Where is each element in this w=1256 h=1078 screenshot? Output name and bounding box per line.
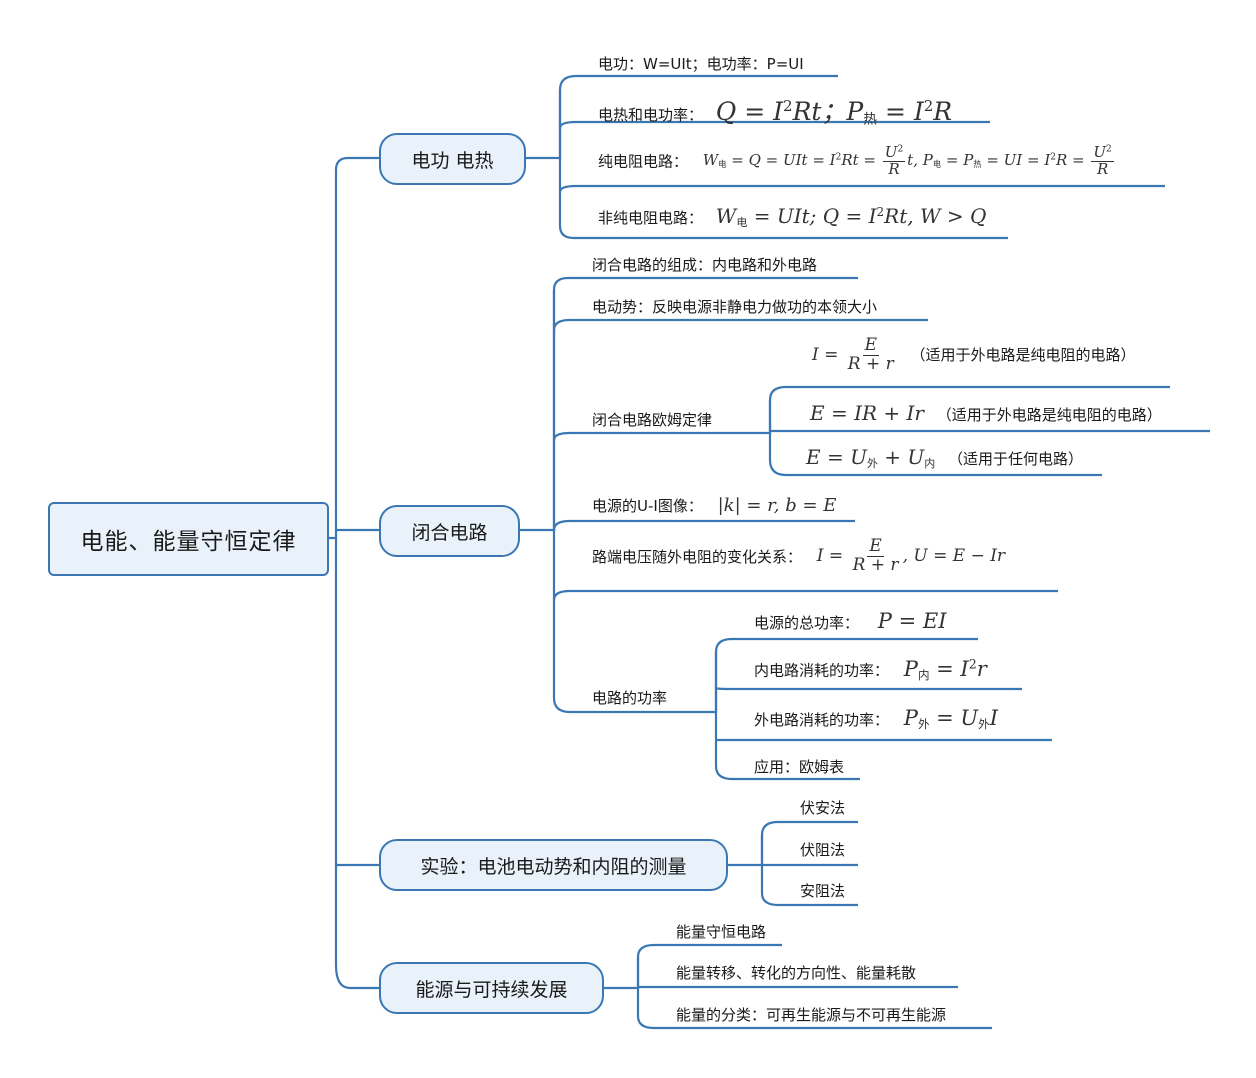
formula-ohm-c: E = U外 + U内 [806,445,936,470]
leaf-text: 伏安法 [800,799,846,817]
leaf-text: 电路的功率 [592,689,668,707]
note-ohm-c: （适用于任何电路） [948,450,1084,468]
leaf-electric-work-power[interactable]: 电功：W=UIt；电功率：P=UI [598,53,804,74]
leaf-ohm-law[interactable]: 闭合电路欧姆定律 [592,409,712,430]
leaf-circuit-power[interactable]: 电路的功率 [592,687,667,708]
leaf-text: 内电路消耗的功率： [754,661,890,680]
branch-electric-work-heat[interactable]: 电功 电热 [379,133,526,185]
leaf-internal-power[interactable]: 内电路消耗的功率： P内 = I2r [754,656,987,682]
note-ohm-a: （适用于外电路是纯电阻的电路） [910,345,1136,364]
leaf-text: 应用：欧姆表 [754,758,845,776]
leaf-text: 电动势：反映电源非静电力做功的本领大小 [592,298,878,316]
branch-experiment[interactable]: 实验：电池电动势和内阻的测量 [379,839,728,891]
leaf-text: 闭合电路的组成：内电路和外电路 [592,256,818,274]
leaf-circuit-composition[interactable]: 闭合电路的组成：内电路和外电路 [592,254,817,275]
leaf-voltammeter-method[interactable]: 伏安法 [800,797,845,818]
formula-non-pure: W电 = UIt; Q = I2Rt, W > Q [715,204,987,229]
root-node[interactable]: 电能、能量守恒定律 [48,502,329,576]
formula-ohm-b: E = IR + Ir [810,401,924,425]
leaf-text: 路端电压随外电阻的变化关系： [592,547,803,566]
leaf-ohm-c[interactable]: E = U外 + U内 （适用于任何电路） [806,445,1083,471]
leaf-energy-classification[interactable]: 能量的分类：可再生能源与不可再生能源 [676,1004,946,1025]
formula-total-power: P = EI [877,609,947,633]
leaf-voltmeter-resistor-method[interactable]: 伏阻法 [800,839,845,860]
leaf-text: 非纯电阻电路： [598,209,704,227]
leaf-ohmmeter[interactable]: 应用：欧姆表 [754,756,844,777]
formula-joule: Q = I2Rt；P热 = I2R [715,97,953,128]
formula-ui-graph: |k| = r, b = E [717,495,837,516]
leaf-text: 能量转移、转化的方向性、能量耗散 [676,964,917,982]
leaf-non-pure-resistive[interactable]: 非纯电阻电路： W电 = UIt; Q = I2Rt, W > Q [598,204,986,230]
leaf-total-power[interactable]: 电源的总功率： P = EI [754,609,947,633]
leaf-ammeter-resistor-method[interactable]: 安阻法 [800,880,845,901]
leaf-ohm-b[interactable]: E = IR + Ir （适用于外电路是纯电阻的电路） [810,401,1162,425]
leaf-text: 电源的U-I图像： [592,497,703,515]
note-ohm-b: （适用于外电路是纯电阻的电路） [936,406,1162,424]
leaf-heat-power[interactable]: 电热和电功率： Q = I2Rt；P热 = I2R [598,92,952,128]
formula-internal-power: P内 = I2r [903,656,987,682]
leaf-energy-direction[interactable]: 能量转移、转化的方向性、能量耗散 [676,962,916,983]
leaf-external-power[interactable]: 外电路消耗的功率： P外 = U外I [754,706,998,732]
leaf-text: 安阻法 [800,882,846,900]
leaf-text: 纯电阻电路： [598,152,689,171]
leaf-emf[interactable]: 电动势：反映电源非静电力做功的本领大小 [592,296,877,317]
leaf-energy-conservation[interactable]: 能量守恒电路 [676,921,766,942]
leaf-text: 电热和电功率： [598,106,704,124]
leaf-ui-graph[interactable]: 电源的U-I图像： |k| = r, b = E [592,495,836,516]
leaf-text: 外电路消耗的功率： [754,711,890,729]
branch-closed-circuit[interactable]: 闭合电路 [379,505,520,557]
branch-energy-sustainability[interactable]: 能源与可持续发展 [379,962,604,1014]
leaf-text: 闭合电路欧姆定律 [592,411,713,429]
leaf-text: 伏阻法 [800,841,846,859]
leaf-text: 电源的总功率： [754,614,860,632]
leaf-text: 能量的分类：可再生能源与不可再生能源 [676,1006,947,1024]
formula-external-power: P外 = U外I [903,706,998,731]
leaf-text: 电功：W=UIt；电功率：P=UI [598,55,804,73]
leaf-text: 能量守恒电路 [676,923,767,941]
